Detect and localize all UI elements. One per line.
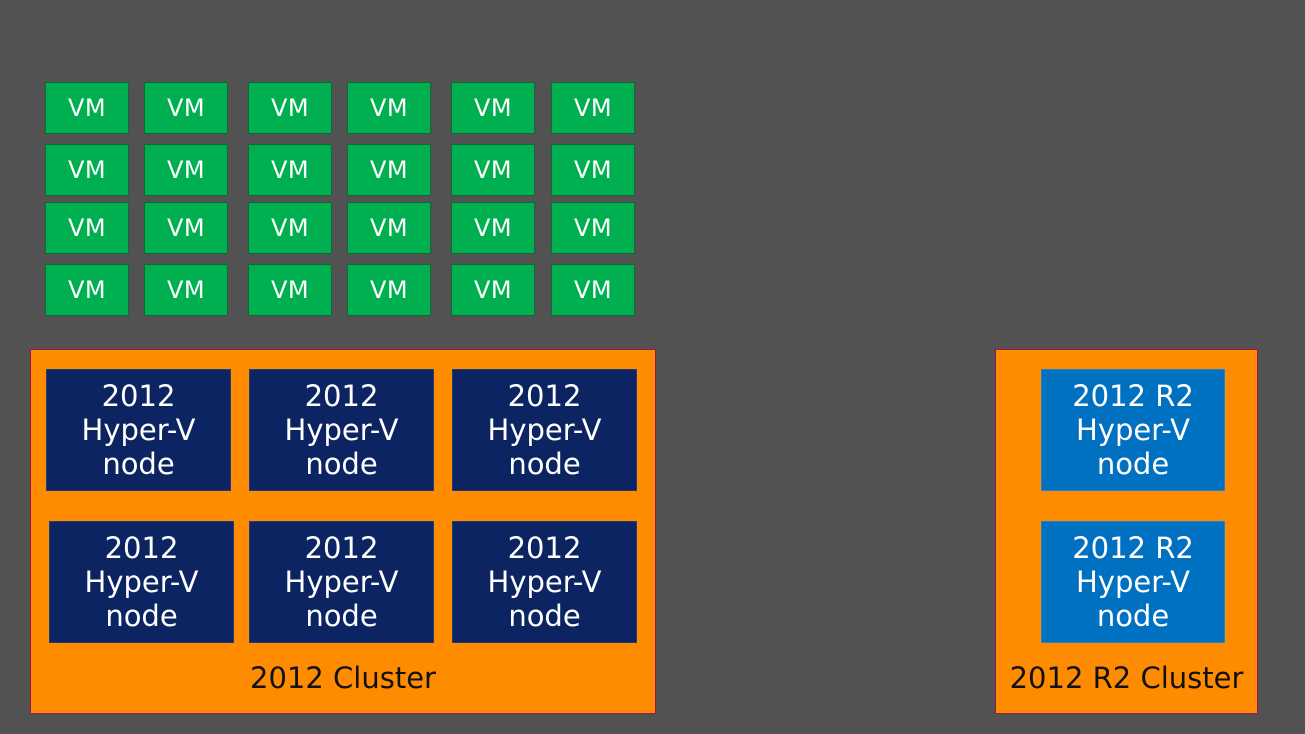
vm-box: VM [347,202,431,254]
node-role: Hyper-V [284,565,399,599]
node-type: node [1096,447,1170,481]
vm-box: VM [144,82,228,134]
cluster-label: 2012 Cluster [250,661,436,695]
vm-box: VM [45,202,129,254]
node-version: 2012 [304,531,379,565]
vm-box: VM [144,144,228,196]
hyperv-node-2012: 2012 Hyper-V node [452,521,637,643]
vm-box: VM [451,202,535,254]
node-type: node [102,447,175,481]
node-version: 2012 R2 [1072,531,1194,565]
hyperv-node-2012: 2012 Hyper-V node [452,369,637,491]
node-role: Hyper-V [81,413,196,447]
cluster-2012: 2012 Hyper-V node 2012 Hyper-V node 2012… [30,349,656,714]
vm-box: VM [451,264,535,316]
hyperv-node-2012: 2012 Hyper-V node [249,521,434,643]
node-role: Hyper-V [284,413,399,447]
vm-box: VM [144,264,228,316]
node-version: 2012 R2 [1072,379,1194,413]
cluster-2012-r2: 2012 R2 Hyper-V node 2012 R2 Hyper-V nod… [995,349,1258,714]
vm-box: VM [248,264,332,316]
vm-box: VM [144,202,228,254]
cluster-label: 2012 R2 Cluster [1009,661,1244,695]
node-version: 2012 [507,531,582,565]
node-type: node [1096,599,1170,633]
vm-box: VM [347,144,431,196]
node-version: 2012 [104,531,179,565]
vm-box: VM [248,202,332,254]
node-type: node [305,599,378,633]
vm-box: VM [551,202,635,254]
node-type: node [508,599,581,633]
hyperv-node-2012-r2: 2012 R2 Hyper-V node [1041,521,1225,643]
vm-box: VM [248,144,332,196]
hyperv-node-2012: 2012 Hyper-V node [49,521,234,643]
vm-box: VM [451,144,535,196]
node-type: node [508,447,581,481]
node-role: Hyper-V [1076,413,1190,447]
node-type: node [305,447,378,481]
vm-box: VM [347,82,431,134]
vm-box: VM [347,264,431,316]
vm-box: VM [551,264,635,316]
hyperv-node-2012: 2012 Hyper-V node [46,369,231,491]
node-role: Hyper-V [84,565,199,599]
vm-box: VM [248,82,332,134]
node-role: Hyper-V [487,413,602,447]
node-version: 2012 [304,379,379,413]
node-role: Hyper-V [1076,565,1190,599]
vm-box: VM [45,264,129,316]
node-type: node [105,599,178,633]
hyperv-node-2012: 2012 Hyper-V node [249,369,434,491]
node-version: 2012 [101,379,176,413]
node-role: Hyper-V [487,565,602,599]
vm-box: VM [451,82,535,134]
vm-box: VM [45,82,129,134]
node-version: 2012 [507,379,582,413]
hyperv-node-2012-r2: 2012 R2 Hyper-V node [1041,369,1225,491]
vm-box: VM [551,144,635,196]
vm-box: VM [45,144,129,196]
vm-box: VM [551,82,635,134]
